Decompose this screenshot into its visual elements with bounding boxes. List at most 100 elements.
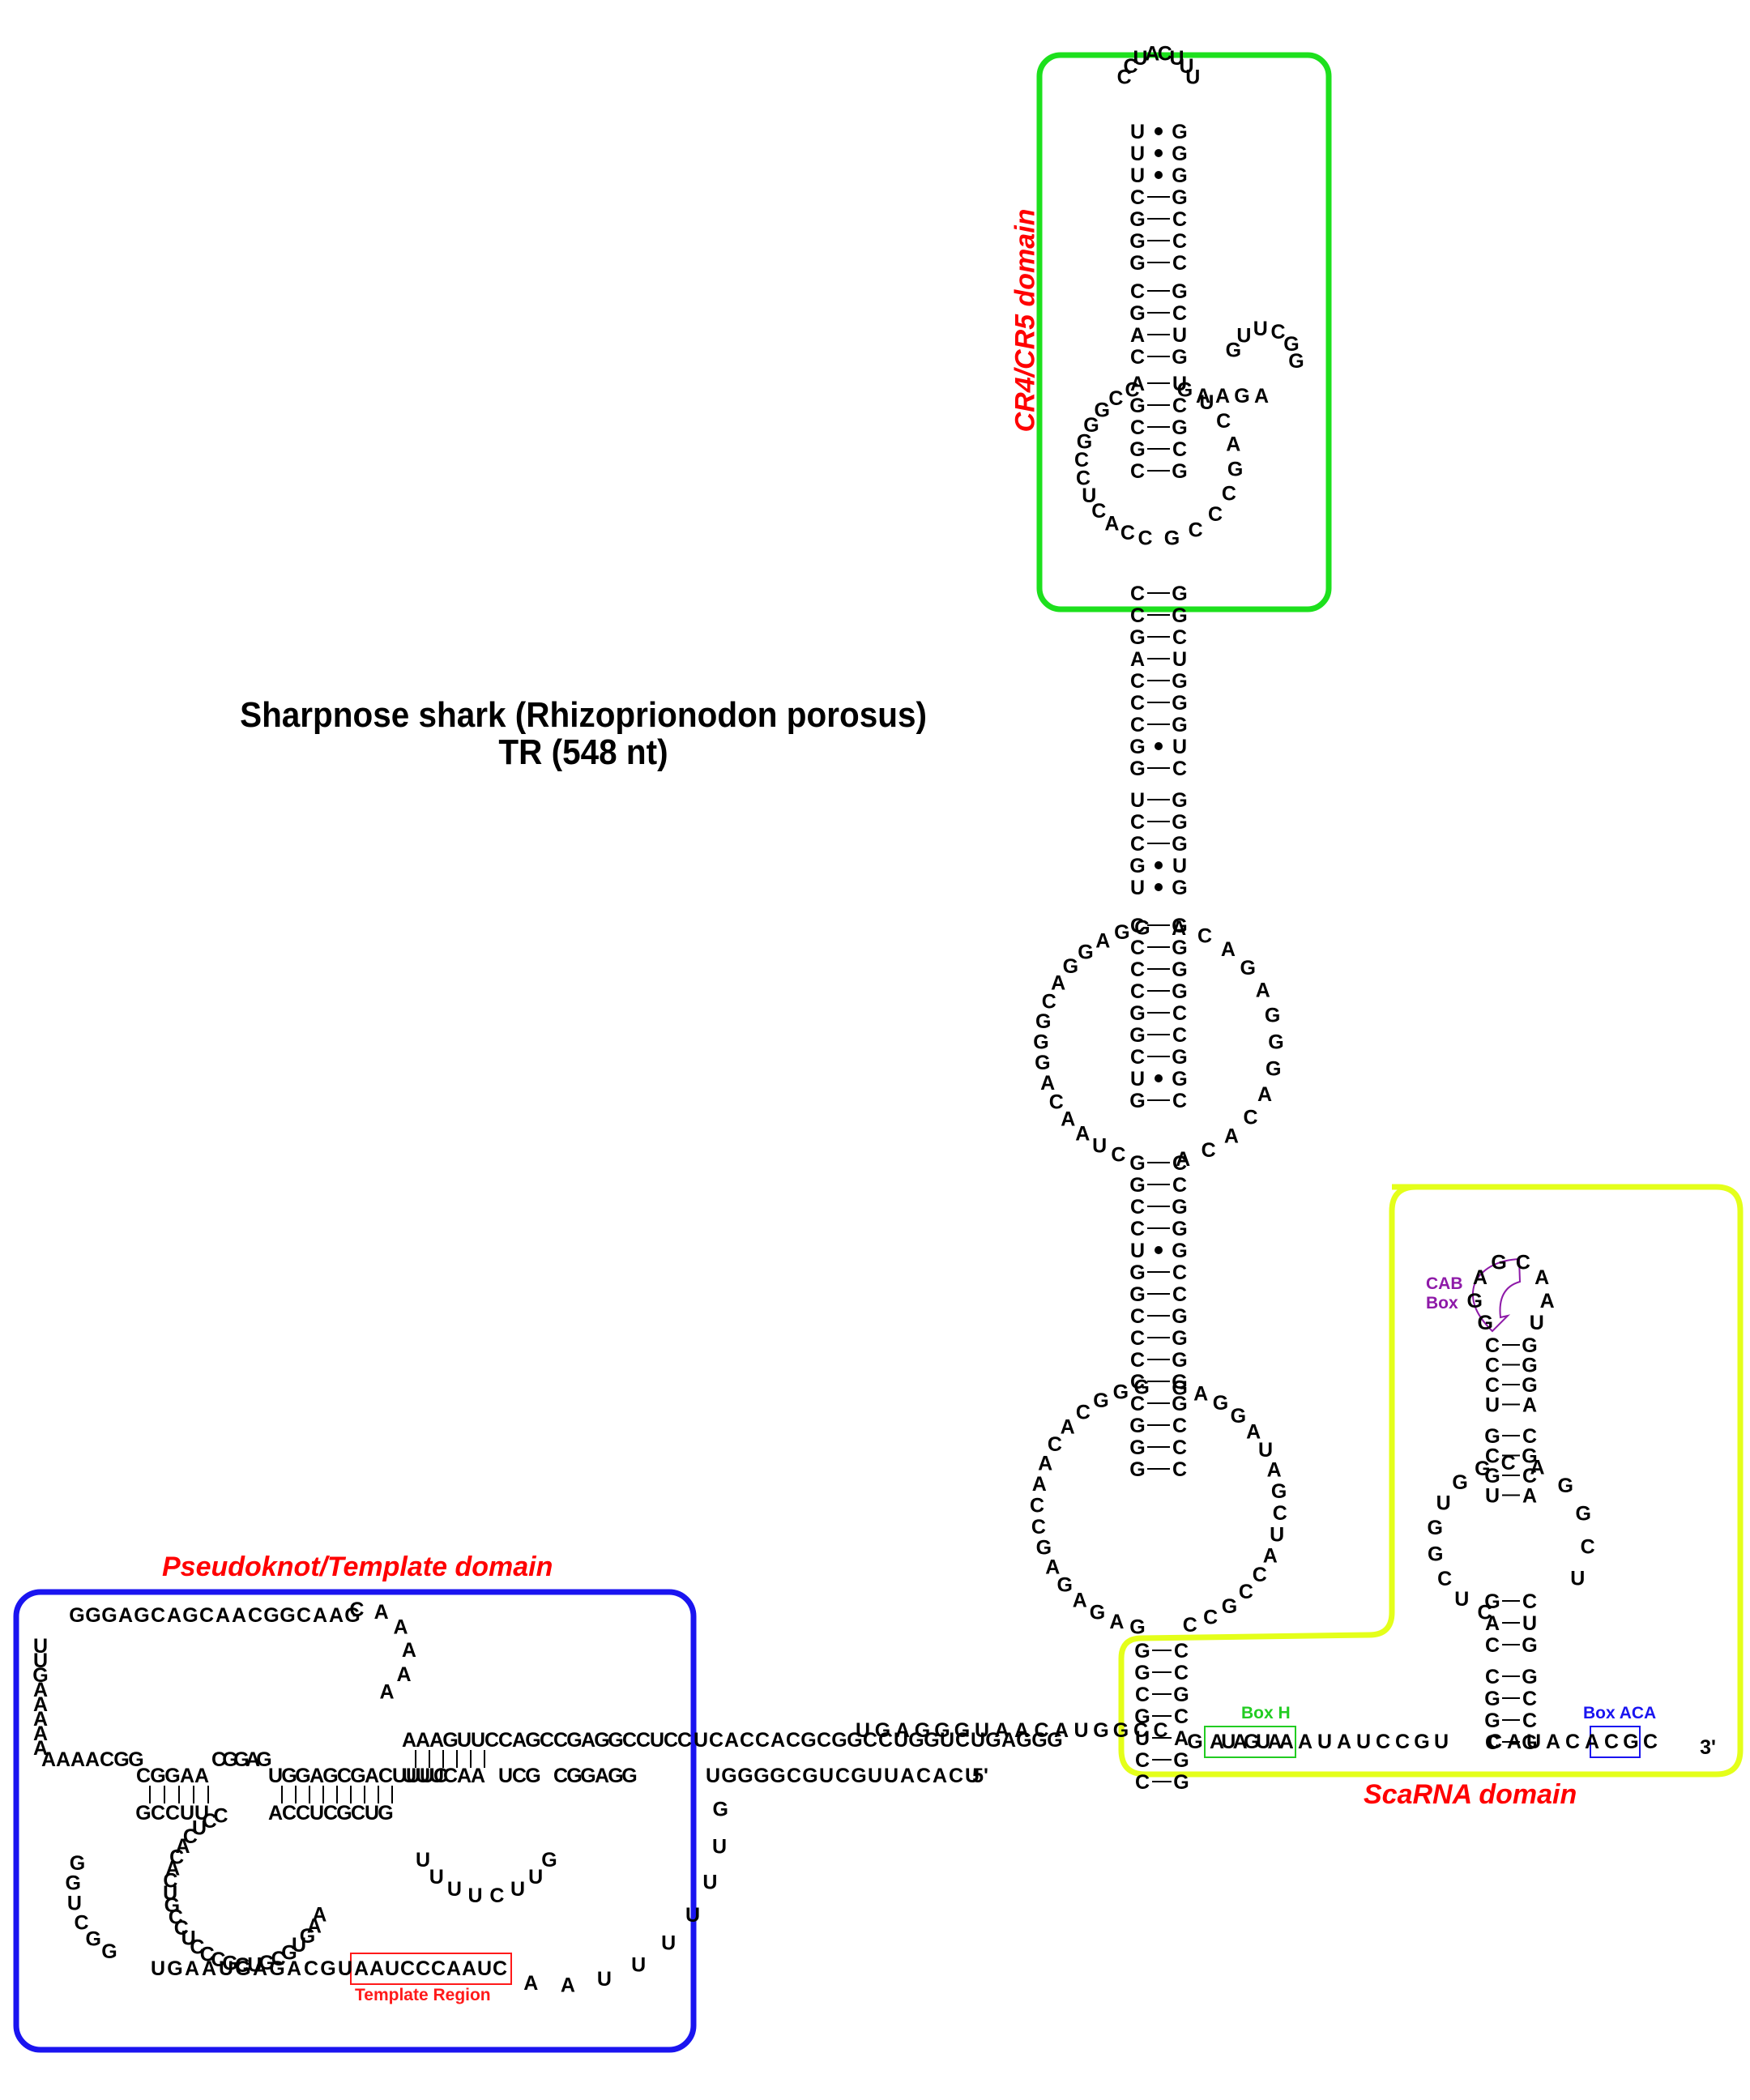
- pk-nucleotide: A: [33, 1679, 48, 1701]
- strand-nucleotide: G: [0, 0, 8, 5]
- helix-nucleotide: C: [1172, 1174, 1187, 1197]
- side-hairpin-nucleotide: A: [1215, 385, 1230, 408]
- loop-nucleotide: C: [1076, 467, 1091, 489]
- loop-nucleotide: C: [1158, 43, 1172, 66]
- hinge-nucleotide: C: [1153, 1719, 1167, 1742]
- pk-nucleotide: C: [282, 1802, 297, 1825]
- pk-nucleotide: C: [540, 1729, 554, 1752]
- p3-nucleotide: G: [1047, 1729, 1062, 1752]
- pk-nucleotide: C: [433, 1765, 448, 1787]
- pseudoknot-domain-label: Pseudoknot/Template domain: [162, 1552, 553, 1582]
- loop-nucleotide: A: [1221, 938, 1236, 961]
- pk-nucleotide: C: [165, 1802, 180, 1825]
- pk-nucleotide: A: [33, 1693, 48, 1716]
- box-h-frame: [1204, 1726, 1296, 1758]
- loop-nucleotide: G: [1227, 458, 1243, 480]
- p3-nucleotide: G: [1016, 1729, 1031, 1752]
- pk-nucleotide: G: [222, 1748, 237, 1771]
- helix-nucleotide: C: [1130, 1327, 1145, 1350]
- helix-nucleotide: C: [1130, 583, 1145, 605]
- pk-nucleotide: G: [336, 1802, 352, 1825]
- loop-nucleotide: G: [1133, 1376, 1149, 1398]
- pk-nucleotide: G: [167, 1957, 182, 1980]
- loop-nucleotide: C: [1437, 1568, 1452, 1590]
- loop-nucleotide: G: [1114, 921, 1129, 944]
- hinge-nucleotide: G: [875, 1719, 890, 1742]
- strand-nucleotide: A: [0, 0, 7, 5]
- loop-nucleotide: C: [1208, 503, 1223, 526]
- pk-nucleotide: U: [309, 1802, 324, 1825]
- loop-nucleotide: G: [65, 1872, 80, 1895]
- wobble-pair-dot: [1155, 883, 1163, 891]
- helix-nucleotide: C: [1135, 1684, 1150, 1706]
- box-h-nucleotide: U: [1256, 1731, 1270, 1753]
- loop-nucleotide: G: [281, 1941, 297, 1964]
- helix-nucleotide: C: [1522, 1425, 1537, 1448]
- loop-nucleotide: G: [70, 1852, 85, 1875]
- loop-nucleotide: G: [1177, 379, 1193, 402]
- pk-nucleotide: U: [365, 1802, 379, 1825]
- helix-nucleotide: G: [1129, 736, 1145, 758]
- loop-nucleotide: C: [1123, 55, 1138, 78]
- loop-nucleotide: G: [1113, 1381, 1129, 1403]
- loop-nucleotide: C: [1091, 500, 1106, 523]
- loop-nucleotide: C: [190, 1936, 204, 1958]
- helix-nucleotide: C: [1172, 626, 1187, 649]
- strand-nucleotide: G: [0, 0, 8, 5]
- loop-nucleotide: G: [1467, 1290, 1483, 1312]
- cab-box-bracket: [1472, 1257, 1522, 1333]
- scarna-domain-label: ScaRNA domain: [1364, 1779, 1577, 1810]
- loop-nucleotide: C: [1197, 925, 1212, 948]
- pk-nucleotide: C: [498, 1729, 513, 1752]
- loop-nucleotide: U: [1530, 1312, 1544, 1334]
- loop-nucleotide: C: [1581, 1535, 1595, 1558]
- helix-nucleotide: U: [1172, 324, 1187, 347]
- helix-nucleotide: C: [1130, 670, 1145, 693]
- loop-nucleotide: C: [1074, 449, 1089, 472]
- helix-nucleotide: C: [1522, 1688, 1537, 1710]
- loop-nucleotide: G: [1036, 1536, 1052, 1559]
- loop-nucleotide: U: [1270, 1524, 1284, 1547]
- loop-nucleotide: G: [1268, 1031, 1283, 1053]
- loop-nucleotide: C: [1222, 482, 1236, 505]
- scarna-nucleotide: G: [1623, 1731, 1638, 1753]
- pk-nucleotide: A: [329, 1604, 344, 1627]
- loop-nucleotide: G: [1077, 431, 1092, 454]
- loop-nucleotide: C: [1501, 1452, 1516, 1475]
- pk-nucleotide: G: [442, 1729, 458, 1752]
- p3-nucleotide: C: [916, 1765, 931, 1787]
- loop-nucleotide: G: [1172, 1377, 1187, 1399]
- loop-nucleotide: U: [416, 1849, 430, 1872]
- loop-nucleotide: C: [1117, 66, 1132, 89]
- pk-nucleotide: A: [33, 1722, 48, 1745]
- pk-nucleotide: G: [350, 1765, 365, 1787]
- p3-nucleotide: U: [868, 1765, 882, 1787]
- box-h-nucleotide: U: [1221, 1731, 1236, 1753]
- cab-box-label-line1: CAB: [1426, 1274, 1463, 1293]
- loop-nucleotide: C: [235, 1954, 250, 1977]
- pk-nucleotide: G: [525, 1729, 540, 1752]
- pk-nucleotide: A: [287, 1957, 301, 1980]
- helix-nucleotide: A: [1485, 1612, 1500, 1635]
- helix-nucleotide: C: [1485, 1374, 1500, 1397]
- helix-nucleotide: U: [1130, 1068, 1145, 1091]
- pk-nucleotide: A: [268, 1802, 283, 1825]
- scarna-nucleotide: U: [1317, 1731, 1332, 1753]
- box-h-label: Box H: [1241, 1704, 1291, 1722]
- loop-nucleotide: U: [597, 1968, 612, 1991]
- helix-nucleotide: C: [1485, 1355, 1500, 1377]
- pk-nucleotide: C: [136, 1765, 151, 1787]
- scarna-nucleotide: C: [1376, 1731, 1390, 1753]
- pk-nucleotide: A: [429, 1729, 444, 1752]
- loop-nucleotide: G: [1090, 1602, 1105, 1624]
- scarna-nucleotide: C: [1488, 1731, 1502, 1753]
- loop-nucleotide: A: [1530, 1457, 1544, 1479]
- helix-nucleotide: C: [1174, 1705, 1189, 1728]
- pk-nucleotide: G: [256, 1748, 271, 1771]
- side-hairpin-nucleotide: A: [1254, 385, 1269, 408]
- loop-nucleotide: G: [1283, 333, 1299, 356]
- helix-nucleotide: G: [1173, 1749, 1189, 1772]
- loop-nucleotide: C: [349, 1598, 364, 1621]
- pk-nucleotide: C: [100, 1748, 114, 1771]
